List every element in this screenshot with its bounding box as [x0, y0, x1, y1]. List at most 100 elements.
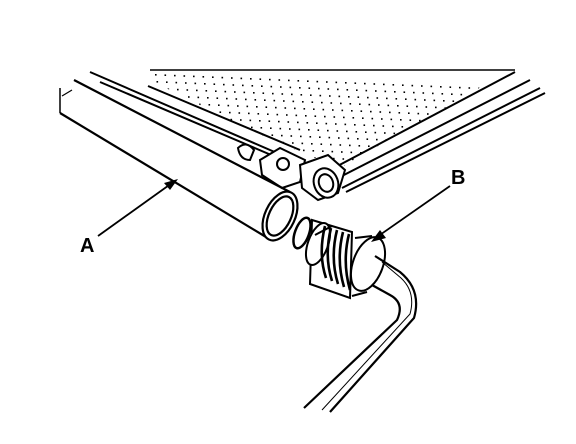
fin-dot [428, 161, 430, 164]
fin-dot [419, 119, 421, 122]
refrigerant-pipe [303, 255, 418, 413]
fin-dot [487, 129, 489, 132]
fin-dot [433, 99, 436, 102]
fin-dot [509, 144, 511, 146]
fin-dot [287, 121, 290, 123]
fin-dot [177, 88, 179, 91]
fin-dot [217, 146, 220, 148]
fin-dot [388, 153, 391, 155]
fin-dot [311, 143, 313, 145]
fin-dot [501, 109, 504, 111]
fin-dot [376, 138, 378, 141]
fin-dot [387, 146, 389, 148]
fin-dot [319, 136, 321, 138]
fin-dot [479, 178, 481, 180]
fin-dot [304, 156, 307, 159]
fin-dot [345, 82, 347, 84]
fin-dot [406, 147, 408, 149]
fin-dot [482, 108, 485, 111]
fin-dot [519, 145, 521, 147]
fin-dot [174, 74, 176, 77]
fin-dot [275, 106, 277, 109]
fin-dot [517, 179, 519, 181]
callout-a: A [80, 179, 178, 257]
fin-dot [515, 172, 517, 174]
fin-dot [361, 159, 364, 161]
fin-dot [335, 81, 338, 84]
fin-dot [197, 96, 200, 99]
fin-dot [254, 99, 257, 101]
fin-dot [155, 74, 157, 76]
o-ring [292, 216, 312, 250]
fin-dot [237, 105, 239, 107]
fin-dot [527, 138, 529, 140]
fin-dot [305, 115, 307, 117]
condenser-side-frame [329, 71, 546, 193]
fin-dot [374, 173, 376, 175]
fin-dot [227, 104, 230, 107]
fin-dot [284, 107, 287, 109]
fin-dot [333, 116, 336, 118]
fin-dot [248, 112, 250, 115]
fin-dot [439, 127, 442, 130]
fin-dot [295, 114, 298, 117]
fin-dot [402, 84, 404, 86]
fin-dot [526, 180, 528, 182]
fin-dot [516, 89, 518, 91]
fin-dot [529, 104, 531, 106]
fin-dot [500, 102, 502, 104]
fin-dot [310, 94, 312, 96]
tube-a [59, 79, 299, 242]
fin-dot [350, 151, 353, 154]
fin-dot [341, 151, 343, 153]
fin-dot [301, 142, 304, 145]
fin-dot [403, 175, 405, 177]
fin-dot [373, 124, 375, 127]
fin-dot [156, 81, 159, 83]
fin-dot [422, 175, 424, 177]
fin-dot [527, 97, 529, 99]
fin-dot [260, 127, 263, 129]
fin-dot [449, 170, 451, 172]
fin-dot [225, 139, 228, 141]
fin-dot [249, 119, 252, 122]
fin-dot [238, 112, 241, 114]
fin-dot [254, 140, 256, 143]
fin-dot [460, 93, 463, 96]
fin-dot [453, 149, 456, 151]
fin-dot [228, 153, 231, 155]
fin-dot [221, 76, 224, 79]
fin-dot [481, 101, 483, 104]
fin-dot [380, 159, 383, 162]
fin-dot [444, 148, 446, 151]
fin-dot [417, 112, 420, 115]
fin-dot [422, 92, 425, 94]
fin-dot [357, 96, 360, 98]
fin-dot [367, 96, 369, 99]
fin-dot [202, 117, 204, 120]
fin-dot [536, 139, 538, 141]
fin-dot [194, 124, 196, 126]
fin-dot [393, 174, 395, 176]
fin-dot [240, 77, 243, 80]
fin-dot [357, 138, 359, 140]
fin-dot [476, 122, 478, 124]
fin-dot [508, 95, 510, 98]
fin-dot [269, 78, 271, 81]
fin-dot [437, 162, 440, 164]
fin-dot [373, 83, 376, 85]
fin-dot [464, 156, 467, 158]
fin-dot [354, 82, 357, 84]
fin-dot [268, 120, 271, 122]
fin-dot [544, 174, 546, 176]
fin-dot [394, 91, 396, 93]
fin-dot [390, 160, 392, 162]
fin-dot [243, 91, 246, 94]
fin-dot [348, 96, 350, 98]
fin-dot [461, 142, 464, 144]
fin-dot [251, 85, 254, 87]
fin-dot [303, 149, 305, 152]
fin-dot [512, 116, 514, 119]
fin-dot [314, 115, 317, 117]
fin-dot [235, 98, 238, 100]
